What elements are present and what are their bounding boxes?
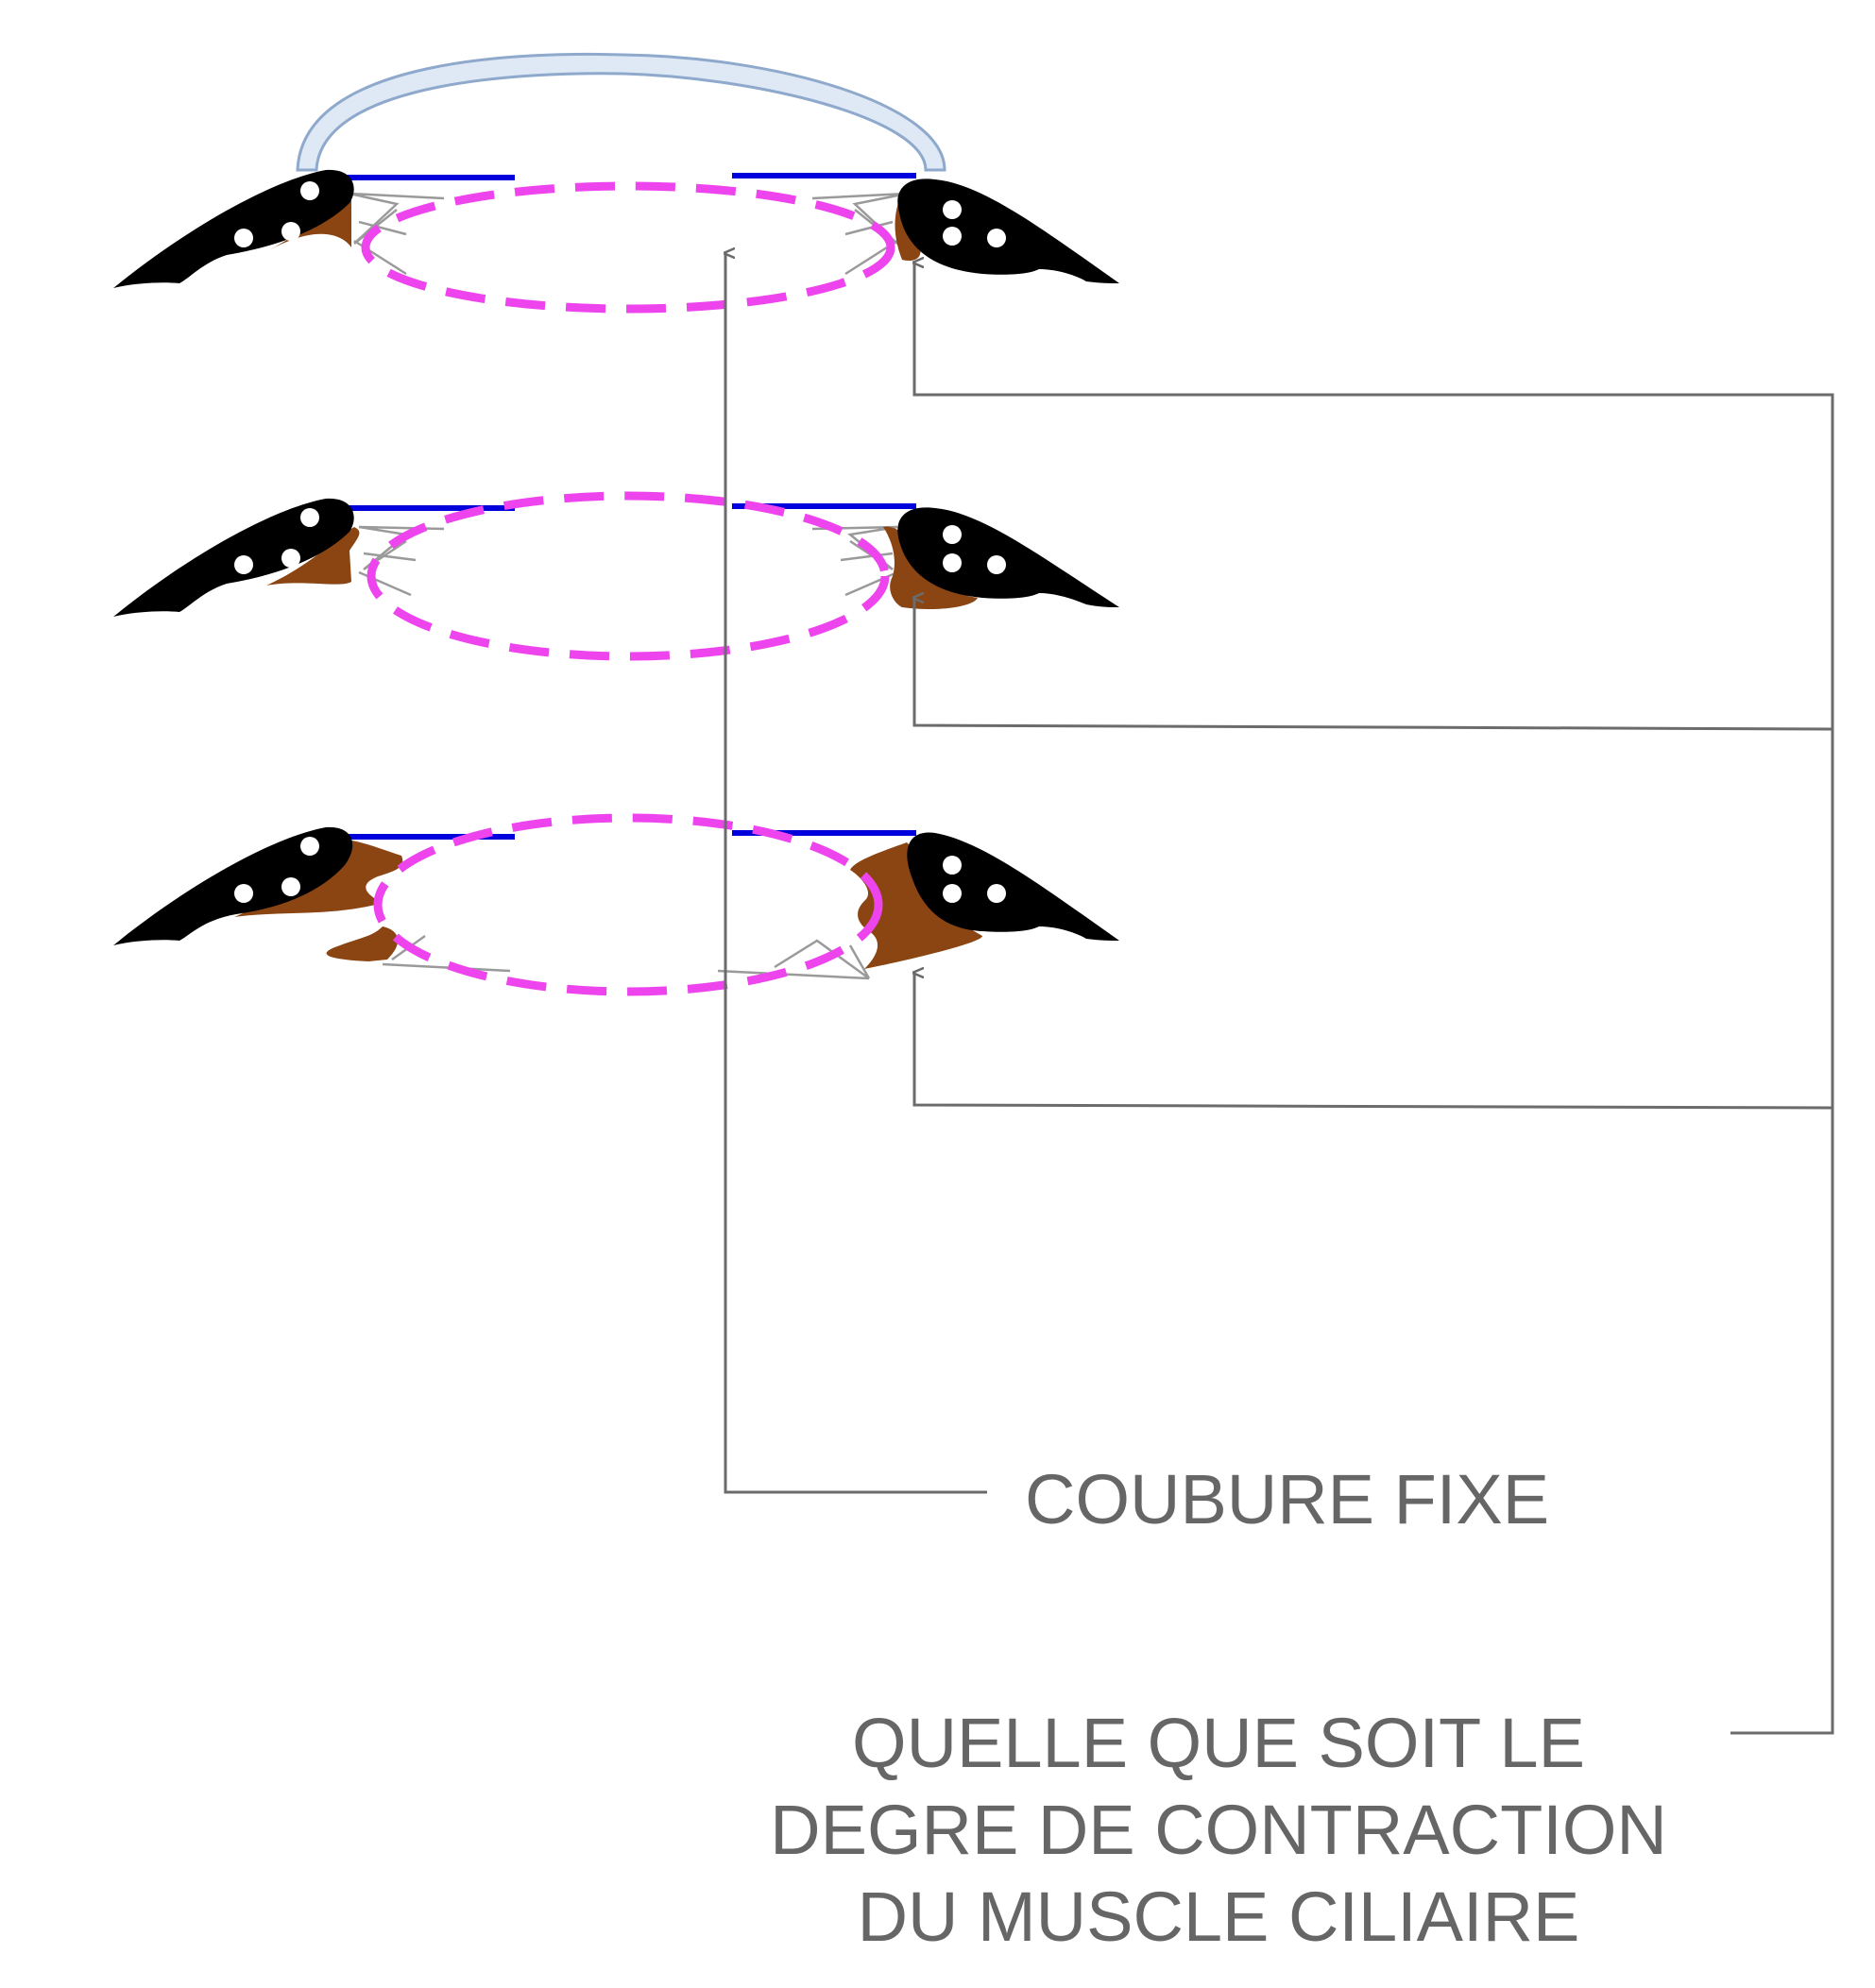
contraction-degree-label: QUELLE QUE SOIT LE DEGRE DE CONTRACTION … bbox=[699, 1700, 1738, 1961]
lens bbox=[361, 181, 895, 314]
sclera-left bbox=[113, 826, 353, 945]
sclera-dots bbox=[234, 181, 1006, 247]
fixed-curvature-label: COUBURE FIXE bbox=[1025, 1460, 1550, 1538]
sclera-right bbox=[907, 832, 1119, 941]
connector-fixed-curvature bbox=[725, 253, 987, 1494]
sclera-dots bbox=[234, 837, 1006, 903]
connector-contraction bbox=[914, 263, 1834, 1735]
contraction-label-line-2: DEGRE DE CONTRACTION bbox=[770, 1791, 1667, 1869]
cornea bbox=[296, 52, 946, 172]
stage-3-eye bbox=[113, 813, 1119, 996]
ciliary-muscle-right bbox=[850, 842, 982, 969]
sclera-left bbox=[113, 169, 354, 288]
ciliary-muscle-left bbox=[234, 840, 403, 961]
zonules bbox=[358, 525, 898, 597]
sclera-dots bbox=[234, 508, 1006, 574]
stage-2-eye bbox=[113, 491, 1119, 661]
sclera-right bbox=[897, 178, 1119, 283]
lens bbox=[373, 813, 883, 996]
contraction-label-line-3: DU MUSCLE CILIAIRE bbox=[857, 1878, 1580, 1956]
sclera-left bbox=[113, 498, 354, 617]
lens bbox=[366, 491, 890, 661]
contraction-label-line-1: QUELLE QUE SOIT LE bbox=[852, 1704, 1585, 1782]
stage-1-eye bbox=[113, 169, 1119, 314]
ciliary-muscle-left bbox=[269, 198, 351, 250]
